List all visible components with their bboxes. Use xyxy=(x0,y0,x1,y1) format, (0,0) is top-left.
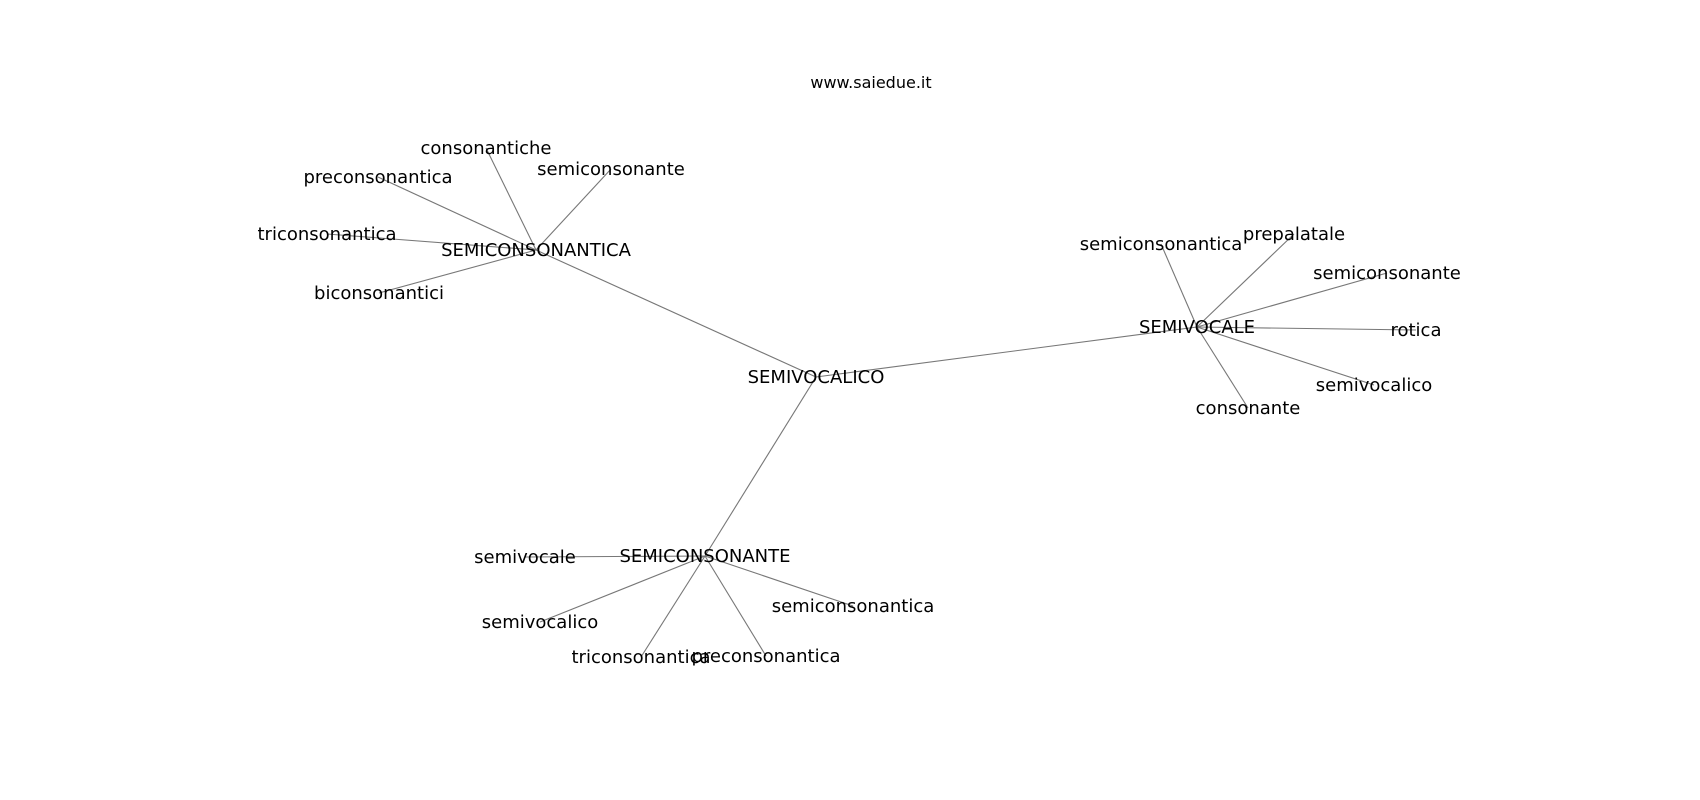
node-label-b2: prepalatale xyxy=(1243,224,1345,245)
node-label-h2: SEMIVOCALE xyxy=(1139,317,1255,338)
node-label-a3: semiconsonante xyxy=(537,159,685,180)
node-label-c2: semivocalico xyxy=(482,612,599,633)
edge-root-h3 xyxy=(704,376,817,557)
edge-h1-a5 xyxy=(378,249,537,294)
node-label-c5: semiconsonantica xyxy=(772,596,935,617)
node-label-a1: consonantiche xyxy=(421,138,552,159)
edge-layer xyxy=(326,147,1417,658)
site-credit: www.saiedue.it xyxy=(810,73,931,92)
node-layer: SEMIVOCALICO SEMICONSONANTICA SEMIVOCALE SE… xyxy=(258,138,1461,668)
edge-root-h2 xyxy=(815,326,1198,378)
edge-h2-b6 xyxy=(1196,326,1249,409)
node-label-b6: consonante xyxy=(1196,398,1301,419)
node-label-b4: rotica xyxy=(1390,320,1441,341)
edge-h3-c2 xyxy=(539,555,706,623)
node-label-c4: preconsonantica xyxy=(691,646,840,667)
edge-h3-c1 xyxy=(524,555,706,558)
node-label-h3: SEMICONSONANTE xyxy=(619,546,790,567)
edge-h2-b1 xyxy=(1160,243,1198,328)
node-label-b1: semiconsonantica xyxy=(1080,234,1243,255)
node-label-c3: triconsonantica xyxy=(572,647,711,668)
edge-h2-b3 xyxy=(1196,272,1388,328)
edge-h3-c5 xyxy=(704,555,854,607)
node-label-b3: semiconsonante xyxy=(1313,263,1461,284)
edge-h2-b5 xyxy=(1196,326,1375,386)
edge-h3-c4 xyxy=(704,555,767,657)
edge-h2-b2 xyxy=(1196,233,1295,328)
edge-root-h1 xyxy=(535,249,817,378)
node-label-h1: SEMICONSONANTICA xyxy=(441,240,632,261)
edge-h2-b4 xyxy=(1196,326,1417,331)
node-label-root: SEMIVOCALICO xyxy=(748,367,885,388)
node-label-c1: semivocale xyxy=(474,547,576,568)
node-label-a4: triconsonantica xyxy=(258,224,397,245)
node-label-b5: semivocalico xyxy=(1316,375,1433,396)
edge-h1-a1 xyxy=(485,147,537,251)
edge-h1-a4 xyxy=(326,233,537,251)
edge-h3-c3 xyxy=(640,555,706,658)
edge-h1-a3 xyxy=(535,168,612,251)
node-label-a5: biconsonantici xyxy=(314,283,444,304)
edge-h1-a2 xyxy=(377,176,537,251)
node-label-a2: preconsonantica xyxy=(303,167,452,188)
